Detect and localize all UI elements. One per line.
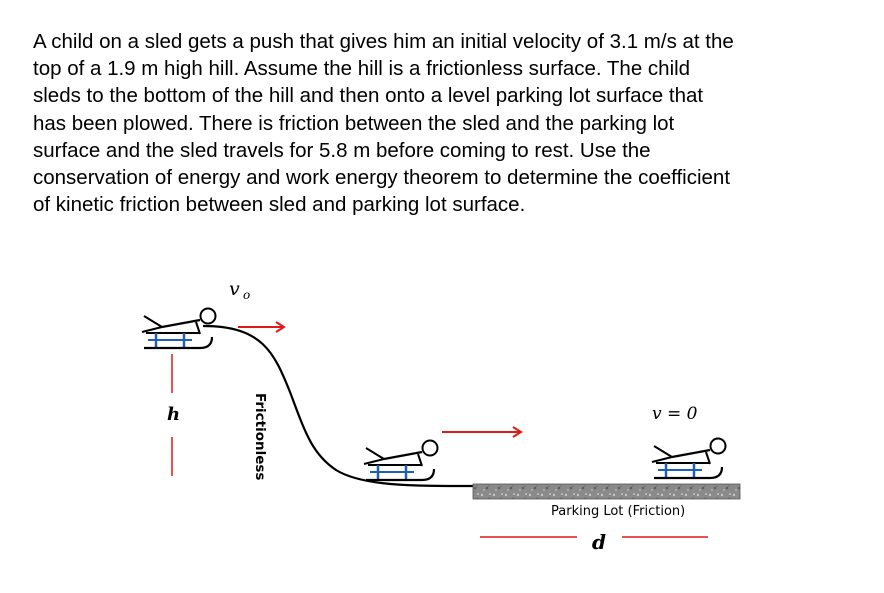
- problem-line: conservation of energy and work energy t…: [33, 166, 731, 190]
- sled-child-bottom: [362, 439, 439, 482]
- v0-label: v: [229, 278, 240, 300]
- v-final-label: v = 0: [652, 404, 698, 424]
- problem-line: surface and the sled travels for 5.8 m b…: [33, 138, 651, 162]
- v0-subscript: o: [243, 288, 250, 302]
- problem-line: top of a 1.9 m high hill. Assume the hil…: [33, 57, 691, 81]
- problem-text: A child on a sled gets a push that gives…: [33, 28, 853, 218]
- frictionless-label: Frictionless: [252, 393, 268, 480]
- problem-line: sleds to the bottom of the hill and then…: [33, 84, 704, 108]
- d-label: d: [592, 530, 606, 554]
- problem-line: A child on a sled gets a push that gives…: [33, 30, 734, 53]
- h-label: h: [167, 404, 180, 425]
- sled-child-top: [140, 307, 217, 350]
- sled-child-rest: [650, 437, 727, 480]
- problem-line: of kinetic friction between sled and par…: [33, 193, 526, 217]
- hill-curve: [202, 324, 474, 488]
- parking-lot-label: Parking Lot (Friction): [551, 504, 685, 519]
- parking-lot-surface: [472, 483, 741, 500]
- problem-line: has been plowed. There is friction betwe…: [33, 111, 675, 135]
